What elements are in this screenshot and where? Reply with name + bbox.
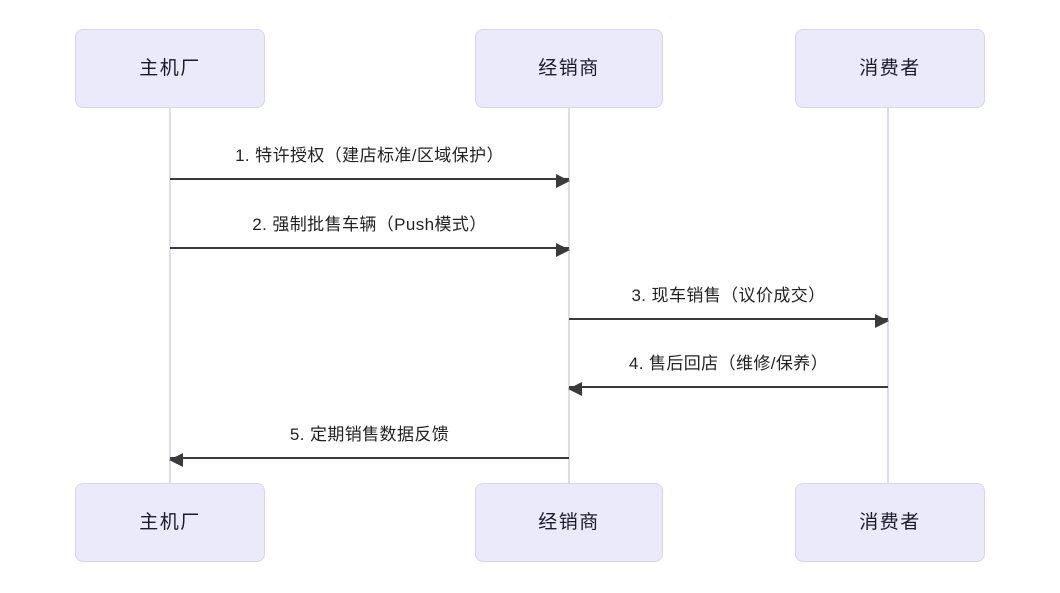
arrowhead-left-icon xyxy=(568,382,582,396)
message-line xyxy=(169,453,569,467)
arrowhead-right-icon xyxy=(875,314,889,328)
actor-box-bottom-dealer[interactable]: 经销商 xyxy=(475,483,663,562)
message-line xyxy=(568,382,888,396)
message-line xyxy=(170,243,570,257)
message-line xyxy=(569,314,889,328)
actor-label: 消费者 xyxy=(859,512,921,533)
message-label: 4. 售后回店（维修/保养） xyxy=(628,354,829,373)
actor-box-bottom-oem[interactable]: 主机厂 xyxy=(75,483,265,562)
message-label: 2. 强制批售车辆（Push模式） xyxy=(252,215,487,234)
actor-label: 主机厂 xyxy=(139,512,201,533)
message-label: 5. 定期销售数据反馈 xyxy=(289,425,450,444)
actor-box-bottom-consumer[interactable]: 消费者 xyxy=(795,483,985,562)
lifeline-consumer xyxy=(887,108,889,483)
message-label: 3. 现车销售（议价成交） xyxy=(631,286,826,305)
arrowhead-right-icon xyxy=(556,174,570,188)
actor-label: 主机厂 xyxy=(139,58,201,79)
actor-label: 消费者 xyxy=(859,58,921,79)
actor-label: 经销商 xyxy=(538,512,600,533)
actor-box-top-consumer[interactable]: 消费者 xyxy=(795,29,985,108)
arrowhead-right-icon xyxy=(556,243,570,257)
lifeline-dealer xyxy=(568,108,570,483)
actor-label: 经销商 xyxy=(538,58,600,79)
message-label: 1. 特许授权（建店标准/区域保护） xyxy=(235,146,504,165)
message-line xyxy=(170,174,570,188)
arrowhead-left-icon xyxy=(169,453,183,467)
lifeline-oem xyxy=(169,108,171,483)
actor-box-top-oem[interactable]: 主机厂 xyxy=(75,29,265,108)
actor-box-top-dealer[interactable]: 经销商 xyxy=(475,29,663,108)
